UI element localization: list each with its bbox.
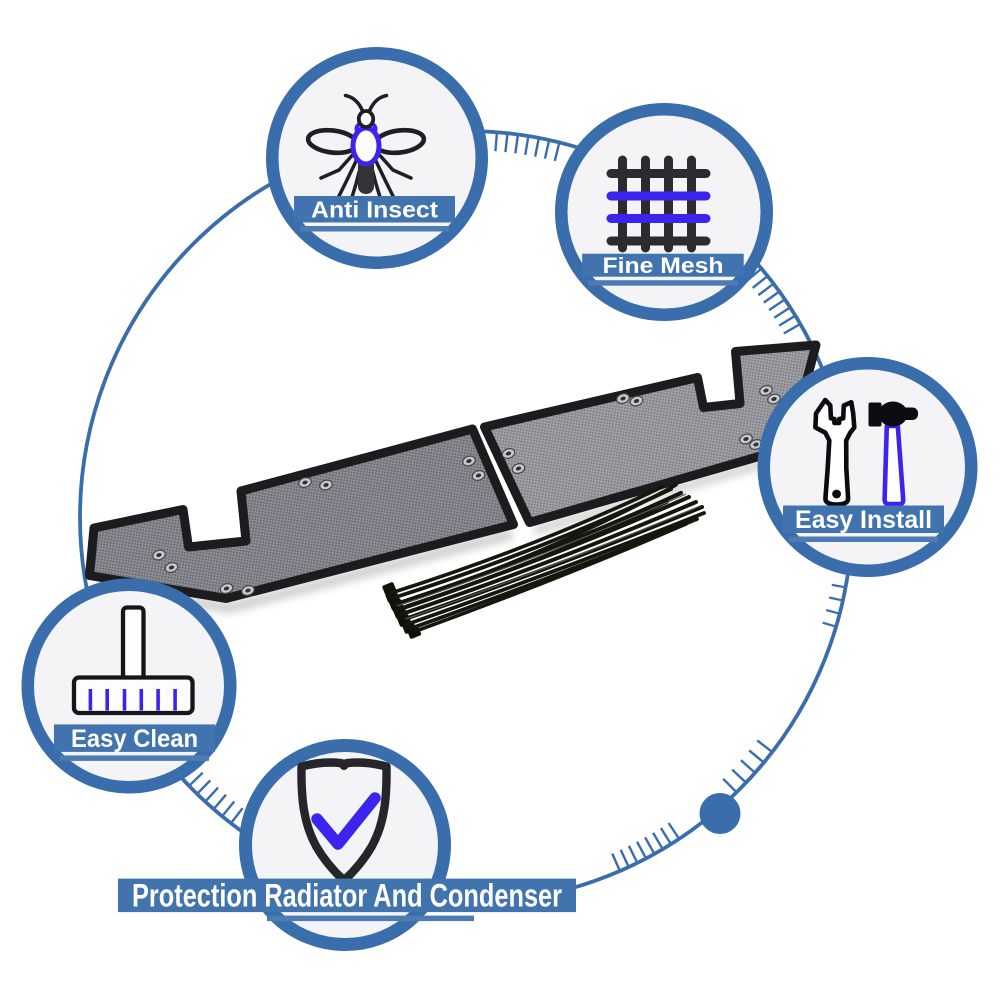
svg-text:Anti Insect: Anti Insect xyxy=(311,197,438,223)
svg-text:Easy Clean: Easy Clean xyxy=(71,725,198,753)
svg-text:Fine Mesh: Fine Mesh xyxy=(603,253,724,278)
svg-text:Easy Install: Easy Install xyxy=(795,507,932,534)
svg-text:Protection Radiator And Conden: Protection Radiator And Condenser xyxy=(132,878,562,914)
